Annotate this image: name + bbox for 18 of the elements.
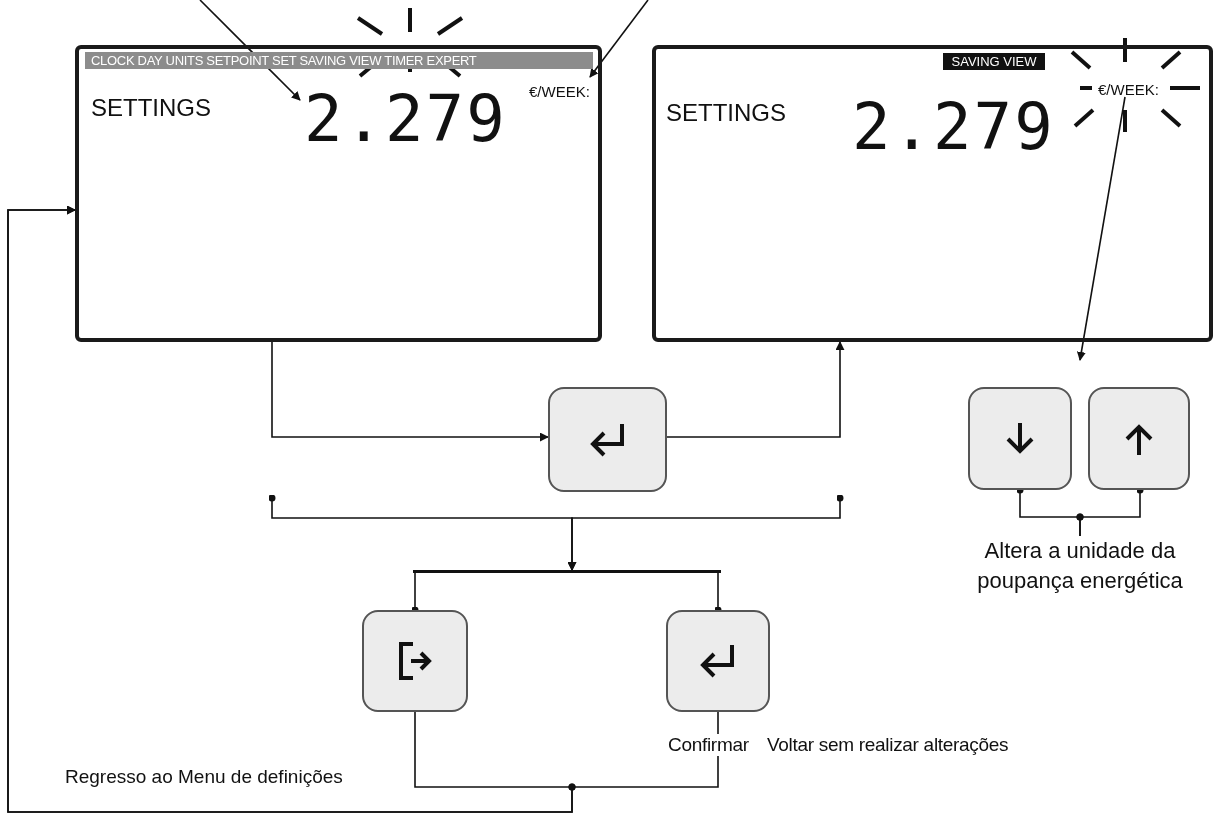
keypad-key [666,610,770,712]
menu-bar: CLOCK DAY UNITS SETPOINT SET SAVING VIEW TIMER EXPERT [85,52,593,69]
lcd-display [75,45,602,342]
lcd-display [652,45,1213,342]
unit-text: €/WEEK: [1098,79,1170,101]
note-text: Altera a unidade da poupança energética [935,536,1220,606]
digit-readout: 2.279 [852,87,1057,167]
keypad-key [548,387,667,492]
unit-text: €/WEEK: [529,81,601,103]
keypad-key [1088,387,1190,490]
display-text: SETTINGS [666,99,786,127]
mode-tag: SAVING VIEW [943,53,1045,70]
keypad-key [968,387,1072,490]
keypad-key [362,610,468,712]
caption-text: Confirmar [668,734,749,756]
display-text: SETTINGS [91,94,211,122]
bus-bar [413,570,721,573]
digit-readout: 2.279 [304,79,509,159]
